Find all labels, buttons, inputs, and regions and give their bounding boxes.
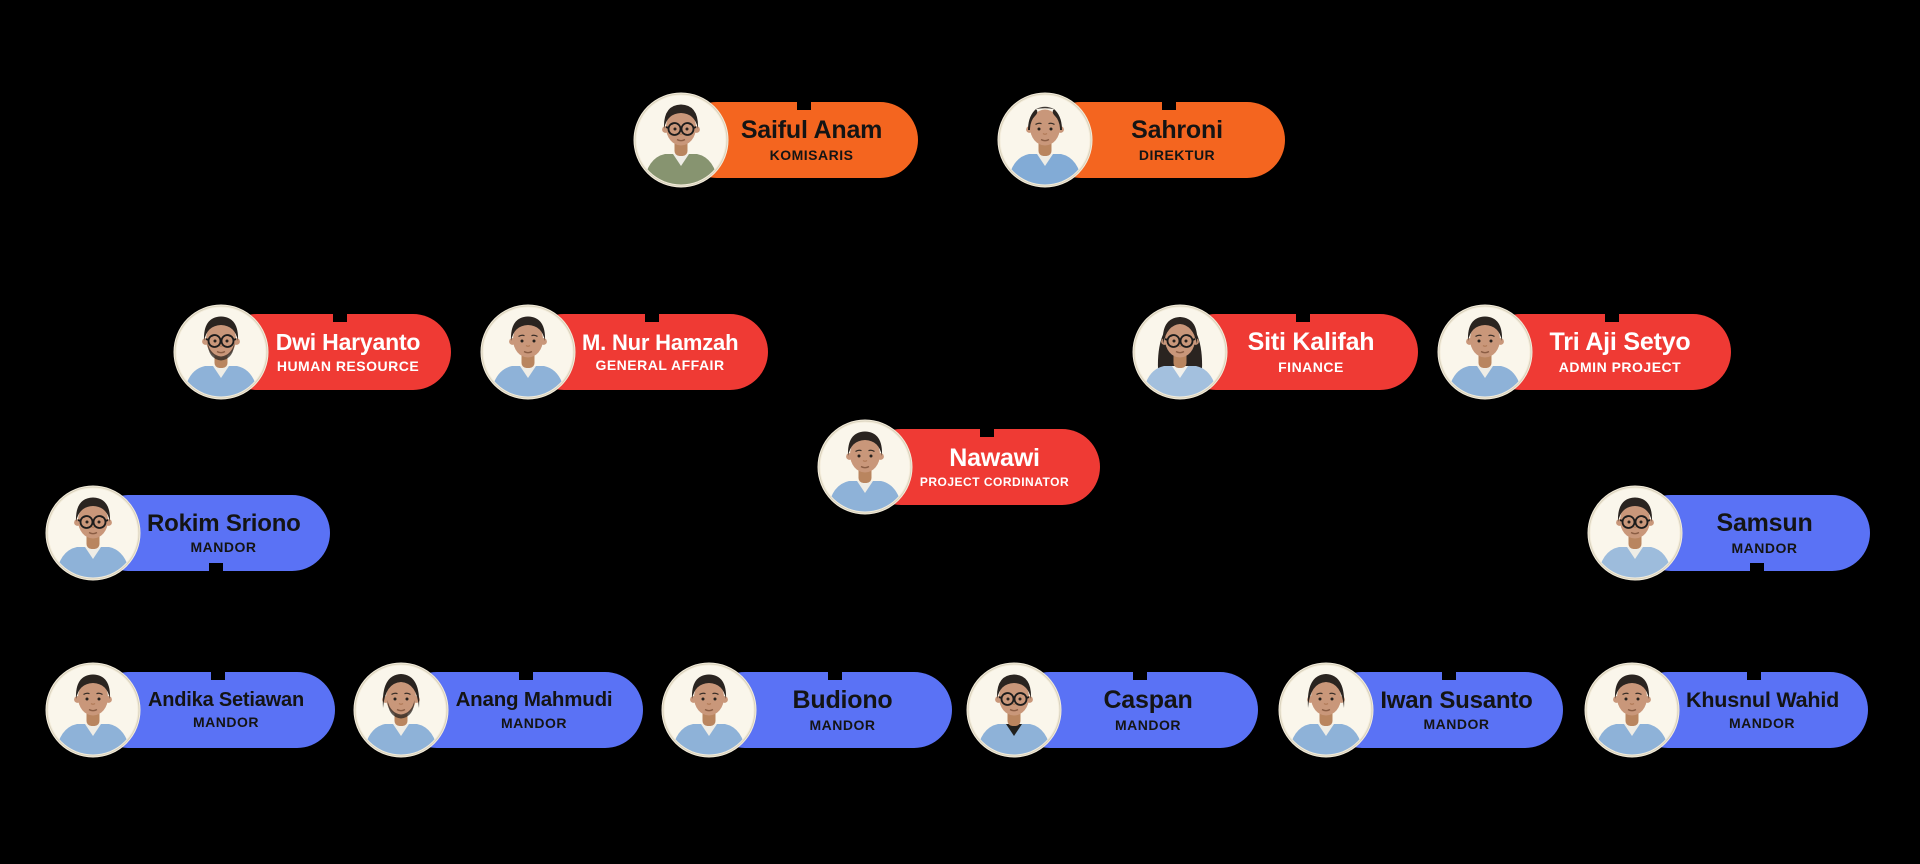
person-role: PROJECT CORDINATOR xyxy=(919,475,1070,489)
person-role: DIREKTUR xyxy=(1138,147,1216,163)
person-photo-icon xyxy=(997,92,1093,188)
person-role: MANDOR xyxy=(1423,716,1490,733)
person-photo-icon xyxy=(1132,304,1228,400)
person-role: MANDOR xyxy=(1115,717,1181,733)
person-photo-icon xyxy=(1587,485,1683,581)
connector-stub xyxy=(333,314,347,322)
person-card-tri-aji-setyo[interactable]: Tri Aji Setyo ADMIN PROJECT xyxy=(1437,304,1731,400)
person-name: Iwan Susanto xyxy=(1380,686,1533,714)
connector-stub xyxy=(980,429,994,437)
person-name: Saiful Anam xyxy=(740,116,883,144)
person-card-rokim-sriono[interactable]: Rokim Sriono MANDOR xyxy=(45,485,330,581)
person-card-nawawi[interactable]: Nawawi PROJECT CORDINATOR xyxy=(817,419,1100,515)
person-role: KOMISARIS xyxy=(769,147,854,163)
person-card-khusnul-wahid[interactable]: Khusnul Wahid MANDOR xyxy=(1584,662,1868,758)
person-role: ADMIN PROJECT xyxy=(1558,359,1682,375)
person-name: Nawawi xyxy=(949,444,1040,472)
connector-stub xyxy=(1747,672,1761,680)
person-name: Anang Mahmudi xyxy=(455,688,613,712)
person-photo-icon xyxy=(661,662,757,758)
person-card-saiful-anam[interactable]: Saiful Anam KOMISARIS xyxy=(633,92,918,188)
person-role: MANDOR xyxy=(501,714,567,731)
person-card-sahroni[interactable]: Sahroni DIREKTUR xyxy=(997,92,1285,188)
person-name: Rokim Sriono xyxy=(147,509,301,537)
person-photo-icon xyxy=(633,92,729,188)
connector-stub xyxy=(1442,672,1456,680)
connector-stub xyxy=(1162,102,1176,110)
person-photo-icon xyxy=(480,304,576,400)
person-role: HUMAN RESOURCE xyxy=(276,357,420,374)
person-photo-icon xyxy=(45,662,141,758)
person-photo-icon xyxy=(45,485,141,581)
connector-stub xyxy=(1296,314,1310,322)
person-name: Siti Kalifah xyxy=(1247,328,1375,356)
person-card-m-nur-hamzah[interactable]: M. Nur Hamzah GENERAL AFFAIR xyxy=(480,304,768,400)
person-name: Sahroni xyxy=(1131,116,1223,144)
person-role: MANDOR xyxy=(1729,715,1795,732)
person-name: Dwi Haryanto xyxy=(275,329,421,356)
person-card-caspan[interactable]: Caspan MANDOR xyxy=(966,662,1258,758)
person-name: Andika Setiawan xyxy=(148,688,304,711)
person-card-samsun[interactable]: Samsun MANDOR xyxy=(1587,485,1870,581)
person-photo-icon xyxy=(966,662,1062,758)
connector-stub xyxy=(797,102,811,110)
person-card-budiono[interactable]: Budiono MANDOR xyxy=(661,662,952,758)
connector-stub xyxy=(211,672,225,680)
connector-stub xyxy=(519,672,533,680)
person-name: Samsun xyxy=(1716,509,1813,537)
connector-stub xyxy=(209,563,223,571)
person-role: MANDOR xyxy=(190,539,257,556)
person-role: MANDOR xyxy=(1731,540,1798,556)
person-role: MANDOR xyxy=(809,717,876,733)
connector-stub xyxy=(645,314,659,322)
person-photo-icon xyxy=(1278,662,1374,758)
person-name: Budiono xyxy=(792,686,893,714)
connector-stub xyxy=(1750,563,1764,571)
person-card-iwan-susanto[interactable]: Iwan Susanto MANDOR xyxy=(1278,662,1563,758)
person-name: Khusnul Wahid xyxy=(1686,687,1840,712)
person-photo-icon xyxy=(817,419,913,515)
person-role: MANDOR xyxy=(193,714,259,731)
person-name: Tri Aji Setyo xyxy=(1549,328,1691,356)
person-photo-icon xyxy=(353,662,449,758)
person-card-siti-kalifah[interactable]: Siti Kalifah FINANCE xyxy=(1132,304,1418,400)
person-photo-icon xyxy=(1584,662,1680,758)
person-card-dwi-haryanto[interactable]: Dwi Haryanto HUMAN RESOURCE xyxy=(173,304,451,400)
person-photo-icon xyxy=(173,304,269,400)
person-card-anang-mahmudi[interactable]: Anang Mahmudi MANDOR xyxy=(353,662,643,758)
person-photo-icon xyxy=(1437,304,1533,400)
person-role: FINANCE xyxy=(1278,359,1344,375)
person-name: Caspan xyxy=(1103,686,1193,714)
connector-stub xyxy=(828,672,842,680)
person-role: GENERAL AFFAIR xyxy=(595,357,725,374)
person-card-andika-setiawan[interactable]: Andika Setiawan MANDOR xyxy=(45,662,335,758)
connector-stub xyxy=(1133,672,1147,680)
connector-stub xyxy=(1605,314,1619,322)
person-name: M. Nur Hamzah xyxy=(582,329,739,355)
